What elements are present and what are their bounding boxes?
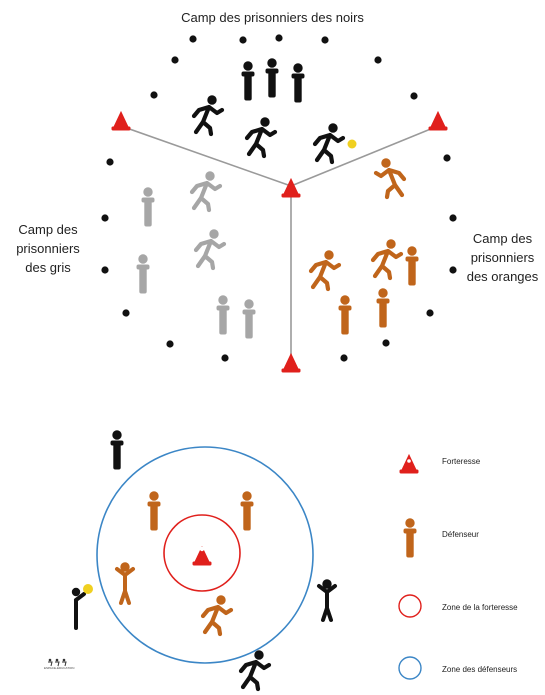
label-oranges-line-3: des oranges: [466, 269, 539, 284]
boundary-dot: [443, 154, 451, 162]
boundary-dots: [101, 34, 457, 362]
orange-prisoner-icon: [405, 246, 419, 286]
boundary-dot: [101, 266, 109, 274]
label-gris-line-1: Camp des: [18, 222, 78, 237]
boundary-dot: [449, 214, 457, 222]
gray-prisoner-icon: [216, 295, 230, 335]
boundary-dot: [321, 36, 329, 44]
boundary-dot: [374, 56, 382, 64]
ball-icon: [83, 584, 93, 594]
defender-runner-icon: [203, 596, 231, 634]
legend: [398, 454, 422, 680]
label-gris-line-3: des gris: [25, 260, 71, 275]
boundary-dot: [410, 92, 418, 100]
boundary-dot: [171, 56, 179, 64]
gray-prisoner-icon: [136, 254, 150, 294]
defenders-zone-circle: [96, 446, 314, 664]
label-oranges-line-1: Camp des: [472, 231, 533, 246]
boundary-dot: [106, 158, 114, 166]
orange-runner-icon: [311, 251, 339, 289]
defender-icon: [240, 491, 254, 531]
legend-label-defenseur: Défenseur: [442, 530, 479, 539]
legend-defenders-zone-icon: [398, 656, 422, 680]
boundary-dot: [340, 354, 348, 362]
legend-defender-icon: [403, 518, 417, 558]
boundary-dot: [275, 34, 283, 42]
attacker-ball-icon: [71, 587, 86, 630]
logo-text: ESPACE-ÉDUCATION: [44, 666, 75, 670]
black-prisoner-icon: [265, 58, 279, 98]
boundary-dot: [122, 309, 130, 317]
cone-icon: [281, 353, 301, 373]
boundary-dot: [382, 339, 390, 347]
legend-fortress-window: [407, 459, 411, 463]
attacker-arms-up-icon: [317, 577, 337, 622]
black-prisoner-icon: [291, 63, 305, 103]
label-oranges-line-2: prisonniers: [470, 250, 535, 265]
black-runner-icon: [194, 96, 222, 134]
black-prisoner-icon: [241, 61, 255, 101]
boundary-dot: [101, 214, 109, 222]
players-top: [136, 58, 419, 339]
gray-runner-icon: [196, 230, 224, 268]
defender-icon: [147, 491, 161, 531]
attacker-icon: [110, 430, 124, 470]
ball-icon: [347, 139, 357, 149]
boundary-dot: [426, 309, 434, 317]
gray-prisoner-icon: [242, 299, 256, 339]
boundary-dot: [166, 340, 174, 348]
label-camp-oranges: Camp des prisonniers des oranges: [460, 229, 545, 286]
boundary-dot: [150, 91, 158, 99]
logo-icon: [48, 658, 67, 667]
legend-fortress-zone-icon: [398, 594, 422, 618]
attacker-runner-icon: [241, 651, 269, 689]
boundary-dot: [449, 266, 457, 274]
cone-icon: [111, 111, 131, 131]
cone-icon: [281, 178, 301, 198]
black-runner-ball-icon: [315, 124, 343, 162]
boundary-dot: [239, 36, 247, 44]
fortress-cones: [111, 111, 448, 373]
legend-label-forteresse: Forteresse: [442, 457, 481, 466]
orange-runner-icon: [373, 240, 401, 278]
connector-lines: [120, 125, 439, 362]
fortress-zone-circle: [163, 514, 241, 592]
legend-label-zone-forteresse: Zone de la forteresse: [442, 603, 518, 612]
cone-icon: [428, 111, 448, 131]
orange-prisoner-icon: [376, 288, 390, 328]
legend-label-zone-defenseurs: Zone des défenseurs: [442, 665, 518, 674]
connector-line: [120, 125, 292, 187]
defender-arms-up-icon: [115, 560, 135, 605]
label-camp-gris: Camp des prisonniers des gris: [2, 220, 94, 277]
gray-prisoner-icon: [141, 187, 155, 227]
connector-line: [290, 125, 439, 187]
boundary-dot: [189, 35, 197, 43]
label-gris-line-2: prisonniers: [16, 241, 80, 256]
defense-diagram: [48, 430, 337, 689]
legend-fortress-icon: [399, 454, 419, 474]
orange-runner-icon: [376, 159, 404, 197]
boundary-dot: [221, 354, 229, 362]
fortress-window: [199, 546, 205, 552]
gray-runner-icon: [192, 172, 220, 210]
orange-prisoner-icon: [338, 295, 352, 335]
label-camp-noirs: Camp des prisonniers des noirs: [181, 10, 364, 25]
black-runner-icon: [247, 118, 275, 156]
